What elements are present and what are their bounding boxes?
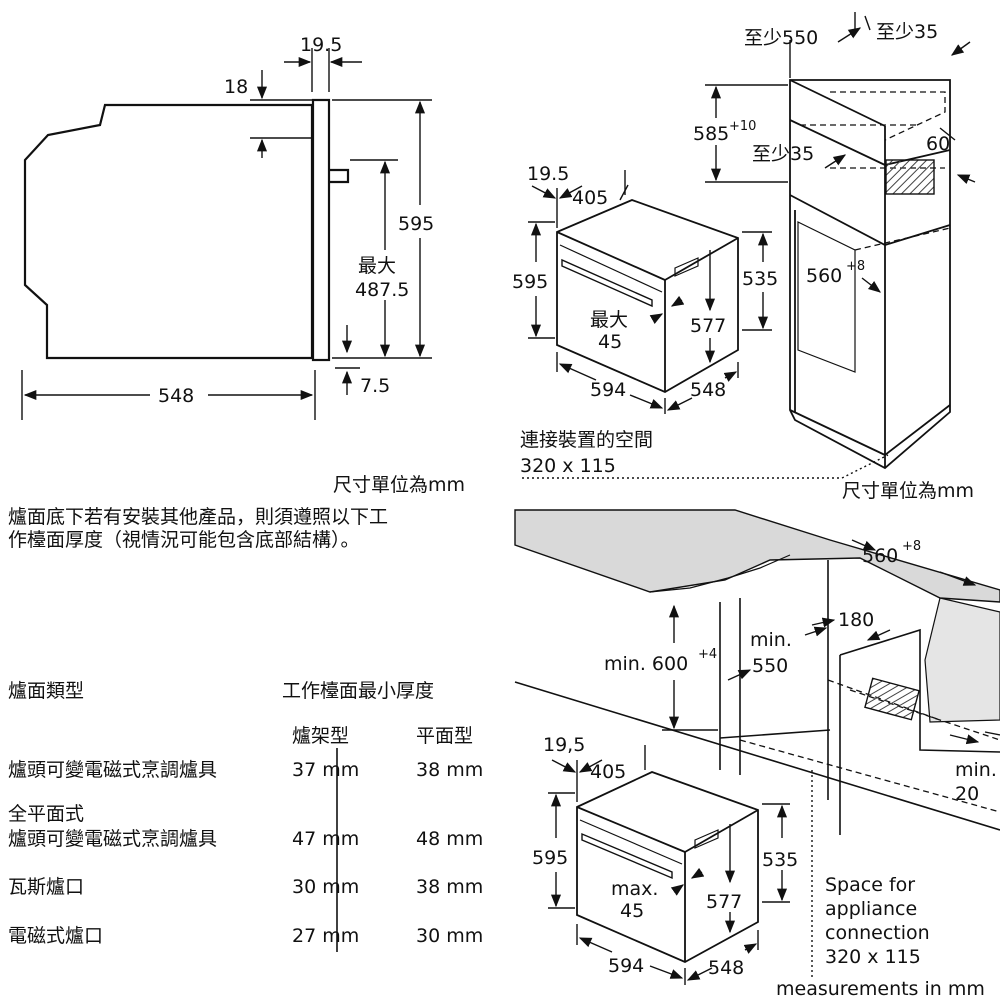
oven-top-connection-size: 320 x 115 [520,455,616,477]
oven-bottom-dimension-lines [548,745,813,985]
side-dim-7-5: 7.5 [360,375,390,397]
tall-dim-560-tolerance: +8 [846,259,865,274]
space-label-line1: Space for [825,874,915,896]
tall-dim-560: 560 [806,265,842,287]
oven-top-dim-594: 594 [590,379,626,401]
base-cabinet-hidden-lines [739,679,1000,813]
table-header-thickness: 工作檯面最小厚度 [282,680,434,702]
base-dim-600: min. 600 [604,653,688,675]
space-label-line4: 320 x 115 [825,946,921,968]
side-dim-19-5: 19.5 [300,34,342,56]
table-row4-flat: 30 mm [416,925,483,947]
oven-top-dim-535: 535 [742,268,778,290]
oven-bottom-dim-595: 595 [532,847,568,869]
base-dim-560: 560 [862,545,898,567]
tall-unit-dimension-lines [705,12,976,293]
side-dim-18: 18 [224,76,248,98]
table-row4-label: 電磁式爐口 [8,925,103,947]
table-row3-flat: 38 mm [416,876,483,898]
table-row2-flat: 48 mm [416,828,483,850]
space-label-line3: connection [825,922,930,944]
table-row3-label: 瓦斯爐口 [8,876,84,898]
oven-bottom-dim-405: 405 [590,761,626,783]
oven-top-connection-label: 連接裝置的空間 [520,429,653,451]
oven-top-dim-405: 405 [572,187,608,209]
table-row1-label: 爐頭可變電磁式烹調爐具 [8,759,217,781]
table-subheader-frame: 爐架型 [292,725,349,747]
tall-dim-585-tolerance: +10 [729,119,756,134]
space-label-line2: appliance [825,898,917,920]
oven-bottom-dim-19-5: 19,5 [543,734,585,756]
oven-top-max-label: 最大 [590,309,628,331]
units-note-right: 尺寸單位為mm [842,480,974,502]
worktop-note-line2: 作檯面厚度（視情況可能包含底部結構）。 [8,529,360,551]
oven-side-front-panel [311,98,331,362]
oven-bottom-max-label: max. [611,878,658,900]
base-dim-20: 20 [955,783,979,805]
side-max-label: 最大 [358,255,396,277]
oven-side-view [23,98,350,362]
side-view-dimension-lines [21,48,432,420]
table-row1-flat: 38 mm [416,759,483,781]
side-dim-487-5: 487.5 [355,279,409,301]
oven-top-view [556,199,739,394]
oven-top-dimension-lines [522,170,889,479]
oven-top-dim-577: 577 [690,315,726,337]
oven-bottom-dim-535: 535 [762,849,798,871]
base-dim-min20-label: min. [955,759,997,781]
units-note-english: measurements in mm [776,978,985,1000]
oven-bottom-dim-594: 594 [608,955,644,977]
oven-bottom-view [576,771,759,964]
oven-bottom-dim-45: 45 [620,900,644,922]
base-dim-600-tolerance: +4 [698,647,717,662]
base-dim-180: 180 [838,609,874,631]
units-note-left: 尺寸單位為mm [333,474,465,496]
oven-side-knob [329,168,350,184]
worktop-thickness-table: 爐面類型 工作檯面最小厚度 爐架型 平面型 爐頭可變電磁式烹調爐具 37 mm … [8,680,483,952]
base-dim-550: 550 [752,655,788,677]
oven-side-body [23,103,314,360]
table-row2-frame: 47 mm [292,828,359,850]
oven-top-dim-19-5: 19.5 [527,163,569,185]
oven-bottom-dim-548: 548 [708,957,744,979]
oven-top-dim-548: 548 [690,379,726,401]
tall-cabinet-connection-space [885,159,935,195]
worktop-note-line1: 爐面底下若有安裝其他產品，則須遵照以下工 [8,506,388,528]
base-min-label: min. [750,629,792,651]
tall-dim-585: 585 [693,123,729,145]
tall-dim-min35: 至少35 [752,143,814,165]
oven-top-dim-595: 595 [512,271,548,293]
tall-dim-60: 60 [926,133,950,155]
table-row1-frame: 37 mm [292,759,359,781]
base-dim-560-tolerance: +8 [902,539,921,554]
table-row3-frame: 30 mm [292,876,359,898]
table-row4-frame: 27 mm [292,925,359,947]
table-header-type: 爐面類型 [8,680,84,702]
base-cabinet-connection-space [864,677,920,721]
table-subheader-flat: 平面型 [416,725,473,747]
tall-dim-min550: 至少550 [744,27,818,49]
under-counter-dimension-lines [662,539,1000,745]
table-row2-label-line1: 全平面式 [8,803,84,825]
side-dim-548: 548 [158,385,194,407]
oven-top-dim-45: 45 [598,331,622,353]
base-cabinet [514,560,1000,835]
tall-dim-min35-top: 至少35 [876,21,938,43]
table-row2-label-line2: 爐頭可變電磁式烹調爐具 [8,828,217,850]
worktop [514,509,1000,723]
tall-cabinet [789,79,951,470]
side-dim-595: 595 [398,213,434,235]
oven-bottom-dim-577: 577 [706,891,742,913]
